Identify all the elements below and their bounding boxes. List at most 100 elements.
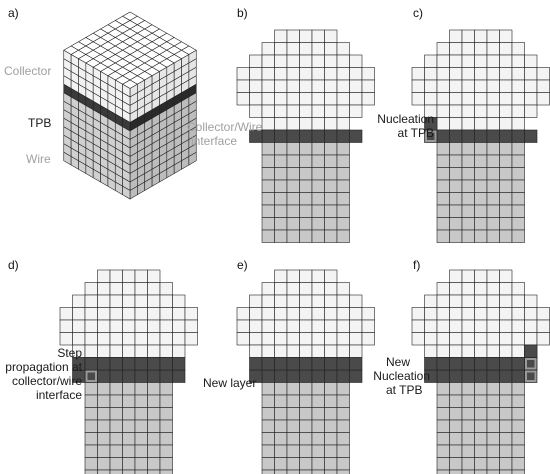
collector-cell	[134, 332, 148, 346]
wire-cell	[311, 192, 325, 206]
wire-cell	[299, 179, 313, 193]
panel-d-caption-line2: propagation at	[5, 360, 82, 374]
wire-cell	[147, 444, 161, 458]
collector-cell	[147, 319, 161, 333]
collector-cell	[461, 29, 475, 43]
interface-cell	[486, 369, 500, 383]
wire-cell	[299, 192, 313, 206]
collector-cell	[299, 344, 313, 358]
collector-cell	[311, 307, 325, 321]
wire-cell	[274, 217, 288, 231]
interface-cell	[436, 369, 450, 383]
collector-cell	[122, 269, 136, 283]
collector-cell	[436, 344, 450, 358]
collector-cell	[486, 42, 500, 56]
collector-cell	[524, 79, 538, 93]
wire-cell	[511, 382, 525, 396]
collector-cell	[486, 67, 500, 81]
panel-b-caption: Collector/Wire interface	[187, 120, 262, 148]
collector-cell	[336, 79, 350, 93]
wire-cell	[511, 229, 525, 243]
collector-cell	[274, 92, 288, 106]
collector-cell	[499, 332, 513, 346]
wire-cell	[336, 192, 350, 206]
collector-cell	[499, 307, 513, 321]
collector-cell	[449, 67, 463, 81]
wire-cell	[499, 394, 513, 408]
collector-cell	[449, 332, 463, 346]
wire-cell	[311, 469, 325, 474]
wire-cell	[134, 457, 148, 471]
collector-cell	[486, 29, 500, 43]
collector-cell	[324, 332, 338, 346]
interface-edge-cell	[349, 369, 363, 383]
collector-cell	[134, 269, 148, 283]
collector-cell	[324, 282, 338, 296]
interface-cell	[261, 129, 275, 143]
collector-cell	[286, 92, 300, 106]
wire-cell	[336, 154, 350, 168]
collector-cell	[436, 42, 450, 56]
collector-cell	[134, 344, 148, 358]
wire-cell	[286, 457, 300, 471]
collector-cell	[499, 42, 513, 56]
collector-cell	[324, 104, 338, 118]
wire-cell	[134, 419, 148, 433]
interface-edge-cell	[172, 369, 186, 383]
collector-cell	[449, 269, 463, 283]
collector-cell	[249, 79, 263, 93]
collector-cell	[274, 104, 288, 118]
nucleus-cell	[524, 344, 538, 358]
collector-cell	[349, 92, 363, 106]
prior-layer-cell	[474, 357, 488, 371]
collector-cell	[449, 307, 463, 321]
collector-cell	[474, 42, 488, 56]
wire-cell	[159, 407, 173, 421]
collector-cell	[274, 294, 288, 308]
collector-cell	[511, 344, 525, 358]
new-layer-cell	[122, 357, 136, 371]
wire-cell	[299, 142, 313, 156]
collector-cell	[336, 104, 350, 118]
wire-cell	[486, 179, 500, 193]
collector-cell	[436, 117, 450, 131]
collector-cell	[424, 92, 438, 106]
wire-cell	[324, 204, 338, 218]
wire-cell	[324, 432, 338, 446]
collector-cell	[336, 92, 350, 106]
wire-cell	[486, 192, 500, 206]
collector-cell	[511, 92, 525, 106]
tpb-label: TPB	[28, 116, 52, 130]
collector-cell	[474, 282, 488, 296]
collector-cell	[261, 67, 275, 81]
interface-cell	[474, 369, 488, 383]
collector-cell	[249, 332, 263, 346]
wire-cell	[474, 142, 488, 156]
collector-cell	[524, 54, 538, 68]
collector-cell	[311, 344, 325, 358]
wire-cell	[311, 204, 325, 218]
collector-cell	[122, 344, 136, 358]
wire-cell	[474, 217, 488, 231]
collector-cell	[147, 294, 161, 308]
interface-cell	[461, 129, 475, 143]
collector-cell	[461, 269, 475, 283]
wire-cell	[299, 469, 313, 474]
collector-cell	[249, 67, 263, 81]
wire-cell	[299, 229, 313, 243]
wire-cell	[311, 154, 325, 168]
wire-cell	[299, 394, 313, 408]
collector-cell	[172, 344, 186, 358]
wire-cell	[122, 382, 136, 396]
wire-cell	[311, 179, 325, 193]
interface-cell	[147, 369, 161, 383]
collector-cell	[159, 332, 173, 346]
collector-cell	[299, 269, 313, 283]
wire-cell	[324, 154, 338, 168]
collector-cell	[159, 344, 173, 358]
collector-cell	[261, 79, 275, 93]
wire-cell	[336, 142, 350, 156]
wire-cell	[324, 382, 338, 396]
collector-cell	[474, 104, 488, 118]
collector-cell	[72, 294, 86, 308]
